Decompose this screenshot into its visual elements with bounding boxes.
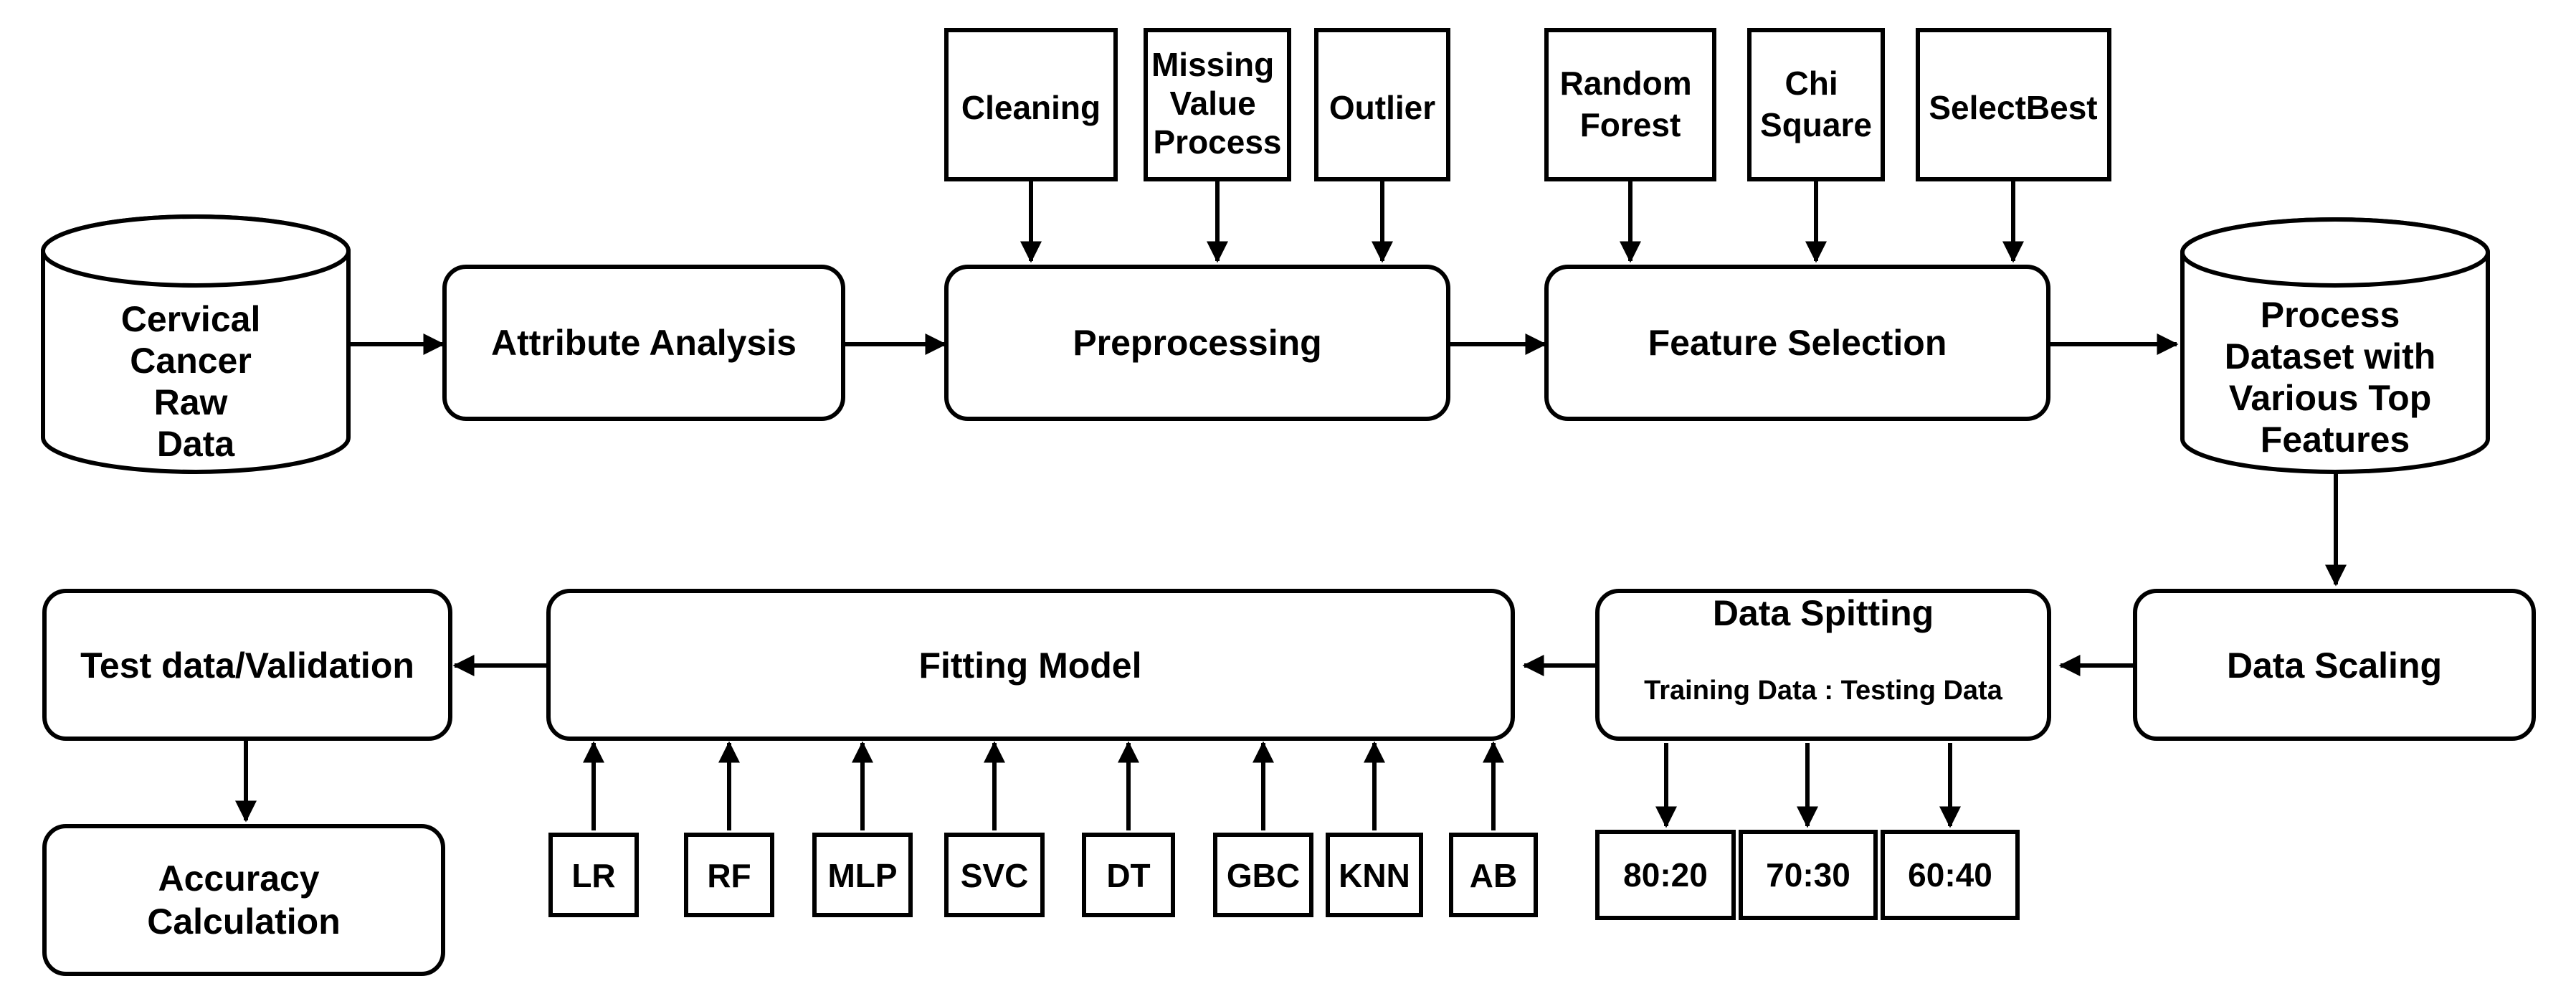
model-ab-box <box>1449 833 1538 917</box>
preprocessing-steps: Cleaning Missing Value Process Outlier <box>944 28 1450 181</box>
ratio-60-40-box <box>1881 830 2020 920</box>
model-dt-box <box>1082 833 1175 917</box>
model-svc-box <box>944 833 1045 917</box>
random-forest-label: Random Forest <box>1560 65 1701 143</box>
outlier-label: Outlier <box>1329 89 1435 126</box>
ratio-70-30-label: 70:30 <box>1766 856 1850 894</box>
cleaning-label: Cleaning <box>961 89 1101 126</box>
model-gbc-label: GBC <box>1227 857 1300 894</box>
attribute-analysis-node: Attribute Analysis <box>442 265 845 421</box>
accuracy-label: Accuracy Calculation <box>147 858 340 942</box>
model-rf-box <box>684 833 774 917</box>
random-forest-method <box>1544 28 1716 181</box>
ratio-60-40-label: 60:40 <box>1908 856 1992 894</box>
model-dt-label: DT <box>1106 857 1150 894</box>
model-boxes: LR RF MLP SVC DT GBC KNN AB <box>548 833 1538 917</box>
model-svc-label: SVC <box>961 857 1029 894</box>
model-ab-label: AB <box>1470 857 1517 894</box>
preprocessing-node: Preprocessing <box>944 265 1450 421</box>
model-knn-label: KNN <box>1339 857 1410 894</box>
model-mlp-box <box>812 833 913 917</box>
validation-node: Test data/Validation <box>42 589 452 741</box>
validation-label: Test data/Validation <box>80 645 414 686</box>
ratio-80-20-box <box>1595 830 1736 920</box>
raw-data-node: Cervical Cancer Raw Data <box>41 214 351 474</box>
fitting-model-label: Fitting Model <box>918 645 1141 686</box>
preprocessing-label: Preprocessing <box>1073 323 1321 363</box>
split-ratios: 80:20 70:30 60:40 <box>1595 830 2020 920</box>
feature-methods: Random Forest Chi Square SelectBest <box>1544 28 2111 181</box>
ratio-80-20-label: 80:20 <box>1623 856 1708 894</box>
select-best-method <box>1916 28 2111 181</box>
data-splitting-title: Data Spitting <box>1713 593 1934 633</box>
edges <box>235 179 2347 830</box>
data-splitting-node: Data Spitting Training Data : Testing Da… <box>1595 589 2051 741</box>
model-mlp-label: MLP <box>827 857 897 894</box>
attribute-analysis-label: Attribute Analysis <box>491 323 797 363</box>
select-best-label: SelectBest <box>1929 89 2097 126</box>
data-scaling-label: Data Scaling <box>2227 645 2442 686</box>
fitting-model-node: Fitting Model <box>546 589 1515 741</box>
raw-data-label: Cervical Cancer Raw Data <box>121 299 271 464</box>
processed-dataset-node: Process Dataset with Various Top Feature… <box>2180 217 2490 474</box>
missing-value-label: Missing Value Process <box>1151 46 1283 161</box>
outlier-step <box>1314 28 1450 181</box>
data-splitting-subtitle: Training Data : Testing Data <box>1644 676 2003 706</box>
accuracy-node: Accuracy Calculation <box>42 824 445 976</box>
processed-dataset-label: Process Dataset with Various Top Feature… <box>2225 295 2446 460</box>
model-knn-box <box>1326 833 1423 917</box>
data-scaling-node: Data Scaling <box>2133 589 2536 741</box>
model-lr-label: LR <box>571 857 615 894</box>
model-rf-label: RF <box>707 857 751 894</box>
chi-square-method <box>1747 28 1885 181</box>
cleaning-step <box>944 28 1118 181</box>
model-gbc-box <box>1213 833 1313 917</box>
feature-selection-label: Feature Selection <box>1648 323 1947 363</box>
missing-value-step <box>1144 28 1291 181</box>
model-lr-box <box>548 833 639 917</box>
ratio-70-30-box <box>1739 830 1878 920</box>
chi-square-label: Chi Square <box>1760 65 1872 143</box>
feature-selection-node: Feature Selection <box>1544 265 2050 421</box>
